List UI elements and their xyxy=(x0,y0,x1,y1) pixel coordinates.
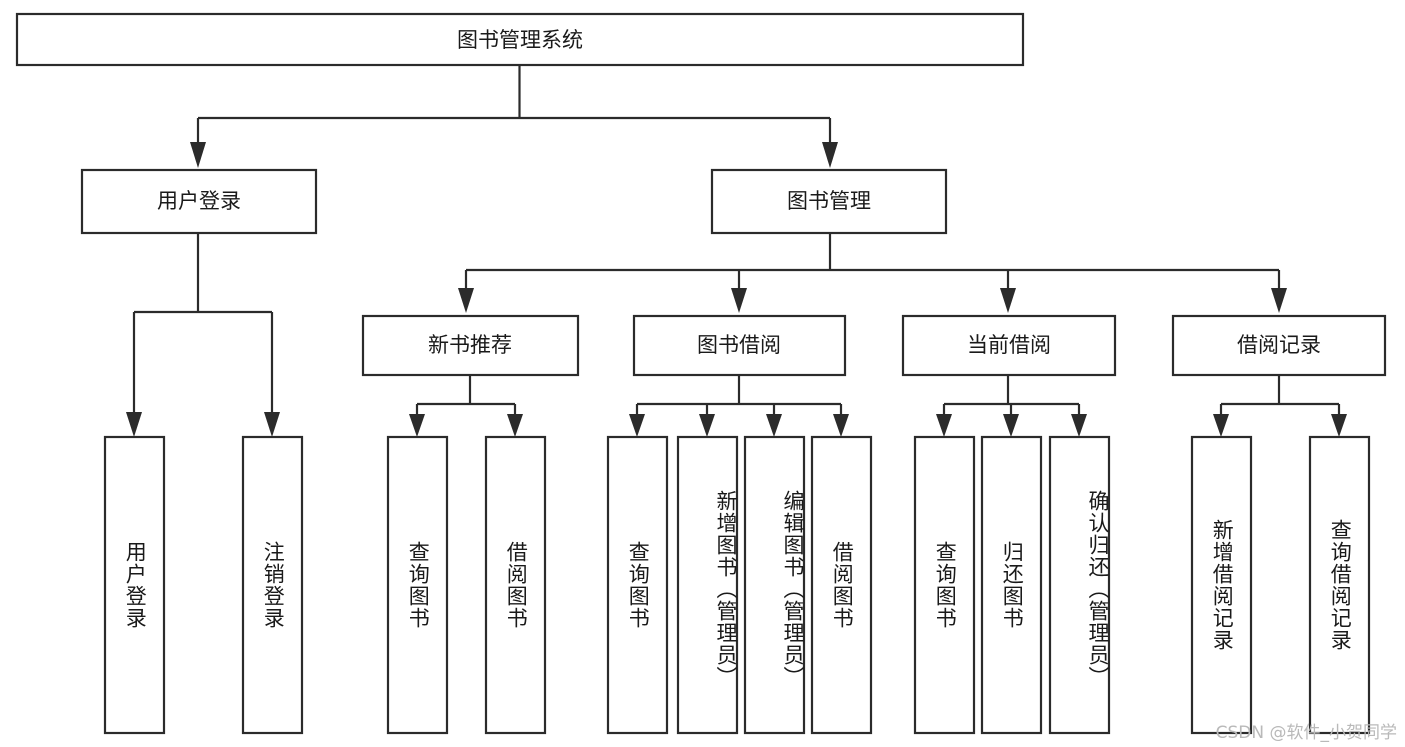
arrow-head-user-login xyxy=(190,142,206,168)
leaf-box-logout[interactable] xyxy=(241,435,304,735)
edge-group-book-borrow-to-leaves xyxy=(629,375,849,437)
node-new-book-label: 新书推荐 xyxy=(428,333,512,357)
edge-group-new-book-to-leaves xyxy=(409,375,523,437)
arrow-head-book-mgmt xyxy=(822,142,838,168)
node-user-login-box[interactable] xyxy=(80,168,318,235)
node-borrow-record-box[interactable] xyxy=(1171,314,1387,377)
edge-group-borrow-record-to-leaves xyxy=(1213,375,1347,437)
leaf-box-cb-return[interactable] xyxy=(980,435,1043,735)
csdn-watermark: CSDN @软件_小贺同学 xyxy=(1215,723,1397,743)
arrow-head-new-book-leaf-1 xyxy=(409,414,425,437)
edge-group-root-to-level2 xyxy=(190,66,838,168)
arrow-head-new-book-leaf-2 xyxy=(507,414,523,437)
node-book-borrow-label: 图书借阅 xyxy=(697,333,781,357)
leaf-box-bb-add[interactable] xyxy=(676,435,739,735)
node-book-mgmt-label: 图书管理 xyxy=(787,189,871,213)
node-new-book-box[interactable] xyxy=(361,314,580,377)
arrow-head-current-borrow xyxy=(1000,288,1016,313)
leaf-box-new-book-borrow[interactable] xyxy=(484,435,547,735)
edge-group-book-mgmt-to-level3 xyxy=(458,233,1287,313)
leaf-box-bb-edit[interactable] xyxy=(743,435,806,735)
arrow-head-leaf-user-login xyxy=(126,412,142,437)
arrow-head-book-borrow-leaf-2 xyxy=(699,414,715,437)
node-user-login-label: 用户登录 xyxy=(157,189,241,213)
leaf-box-bb-query[interactable] xyxy=(606,435,669,735)
leaf-box-user-login[interactable] xyxy=(103,435,166,735)
node-root-box[interactable] xyxy=(15,12,1025,67)
leaf-box-br-add[interactable] xyxy=(1190,435,1253,735)
arrow-head-book-borrow-leaf-3 xyxy=(766,414,782,437)
arrow-head-borrow-record xyxy=(1271,288,1287,313)
node-current-borrow-box[interactable] xyxy=(901,314,1117,377)
arrow-head-leaf-logout xyxy=(264,412,280,437)
arrow-head-book-borrow xyxy=(731,288,747,313)
edge-group-current-borrow-to-leaves xyxy=(936,375,1087,437)
arrow-head-book-borrow-leaf-4 xyxy=(833,414,849,437)
node-book-borrow-box[interactable] xyxy=(632,314,847,377)
leaf-box-br-query[interactable] xyxy=(1308,435,1371,735)
leaf-box-bb-borrow[interactable] xyxy=(810,435,873,735)
arrow-head-book-borrow-leaf-1 xyxy=(629,414,645,437)
arrow-head-current-borrow-leaf-1 xyxy=(936,414,952,437)
arrow-head-borrow-record-leaf-1 xyxy=(1213,414,1229,437)
leaf-box-cb-confirm[interactable] xyxy=(1048,435,1111,735)
leaf-box-cb-query[interactable] xyxy=(913,435,976,735)
arrow-head-new-book xyxy=(458,288,474,313)
node-book-mgmt-box[interactable] xyxy=(710,168,948,235)
node-current-borrow-label: 当前借阅 xyxy=(967,333,1051,357)
arrow-head-current-borrow-leaf-3 xyxy=(1071,414,1087,437)
node-root-label: 图书管理系统 xyxy=(457,28,583,52)
edge-group-user-login-to-leaves xyxy=(126,233,280,437)
node-borrow-record-label: 借阅记录 xyxy=(1237,333,1321,357)
leaf-box-new-book-query[interactable] xyxy=(386,435,449,735)
arrow-head-current-borrow-leaf-2 xyxy=(1003,414,1019,437)
arrow-head-borrow-record-leaf-2 xyxy=(1331,414,1347,437)
